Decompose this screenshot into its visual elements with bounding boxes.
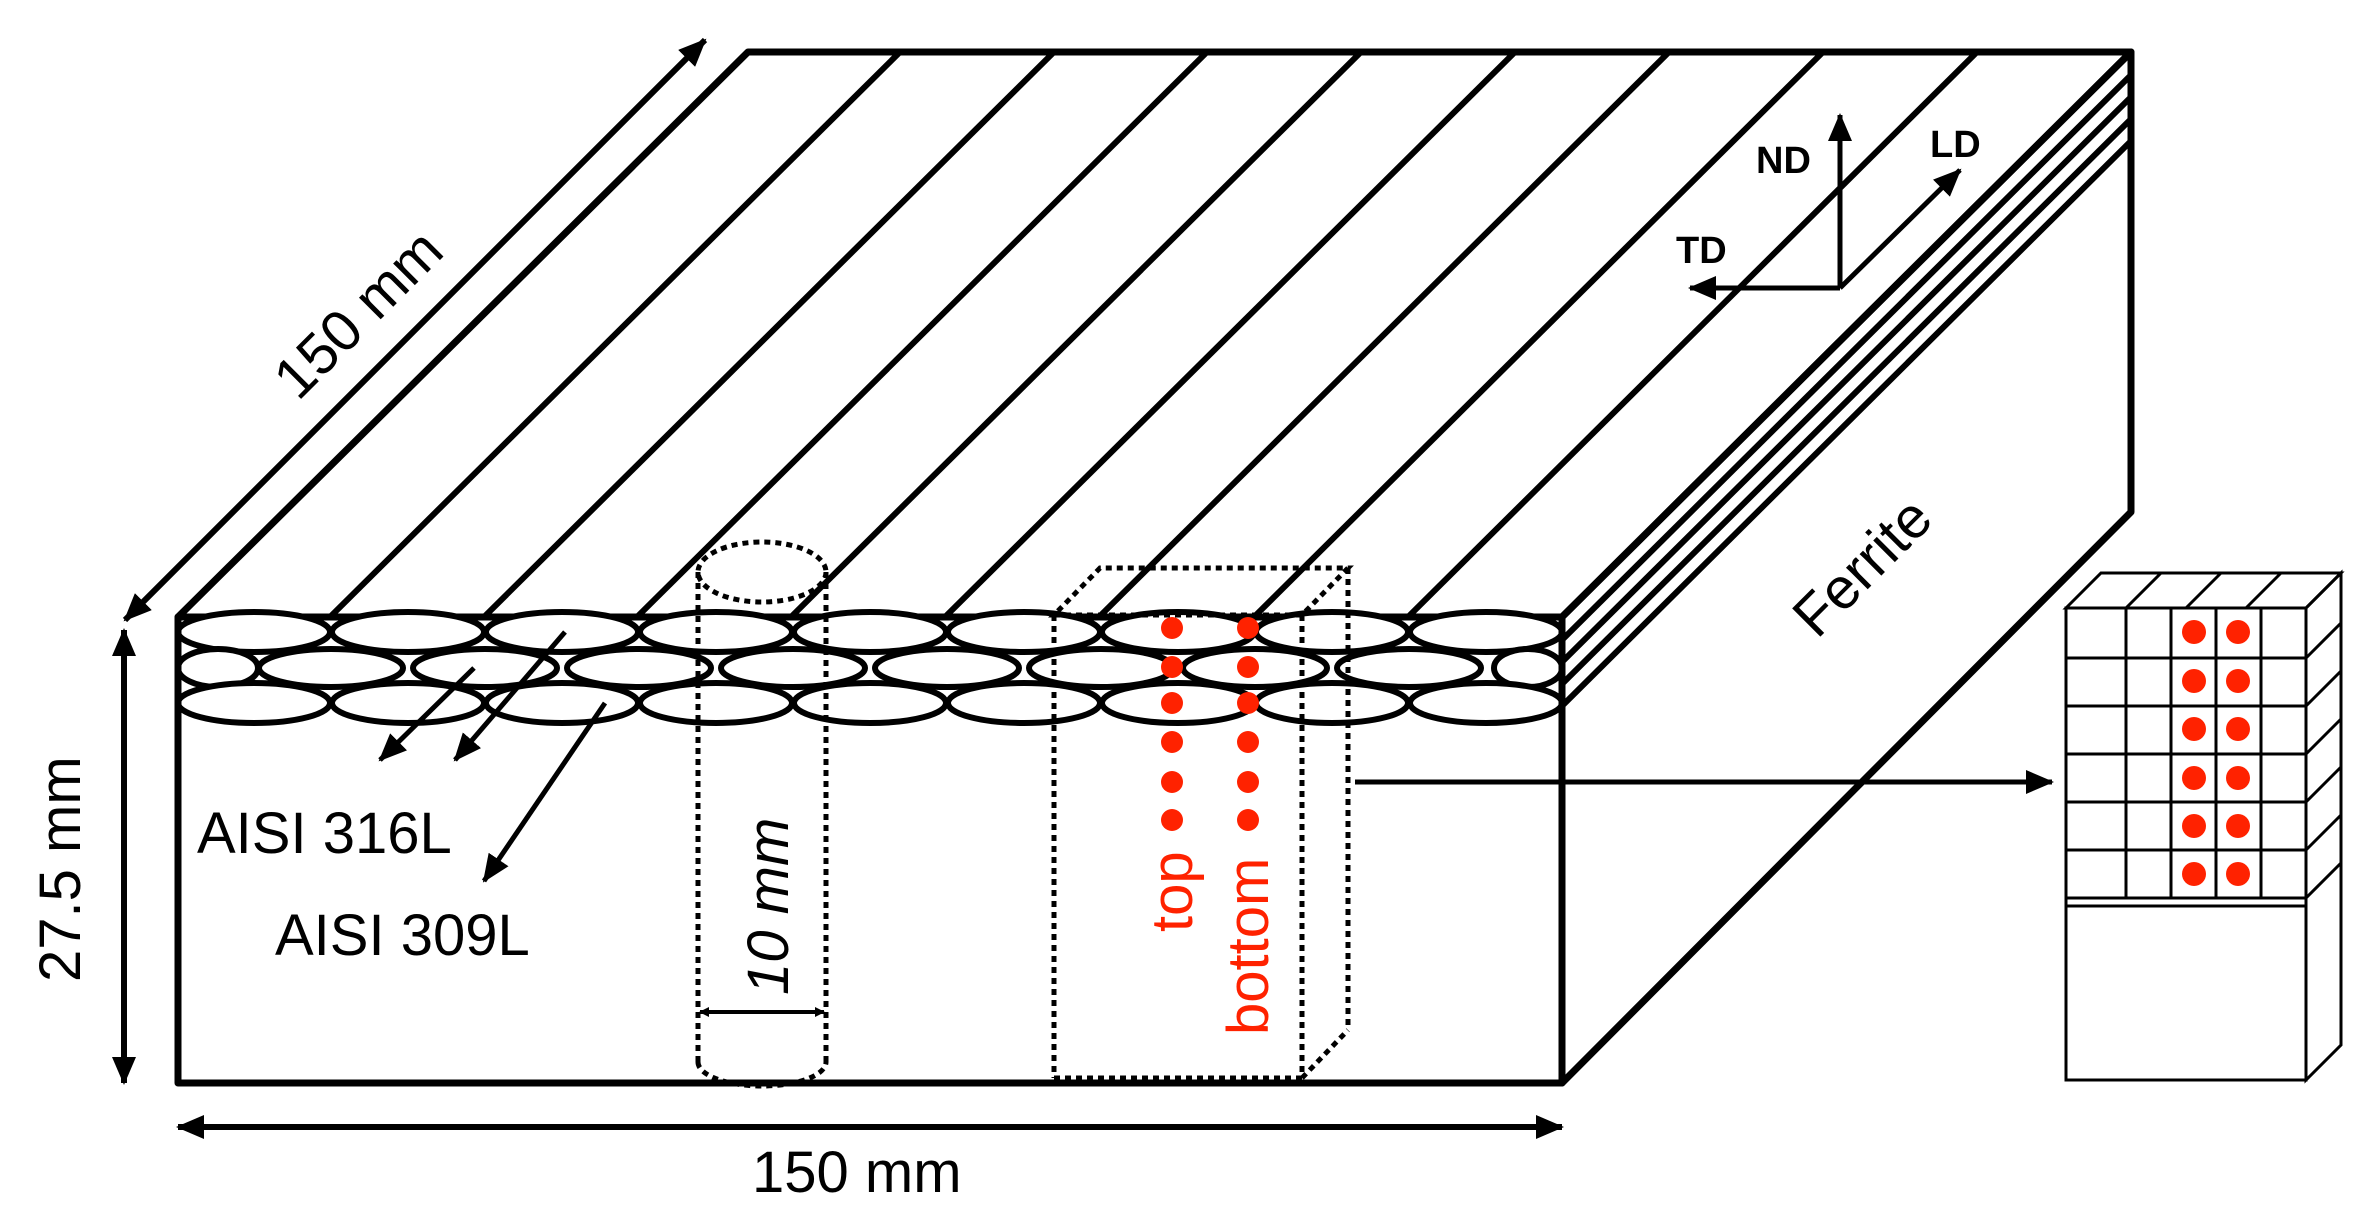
clad-309-label: AISI 309L [275,903,530,968]
thickness-label: 27.5 mm [28,756,93,982]
measurement-points-top [1161,617,1183,831]
detail-grid [2062,569,2345,1084]
axis-td-label: TD [1676,230,1727,272]
clad-layer-lines-side [1559,72,2134,709]
bottom-label: bottom [1216,858,1281,1035]
weld-bead-lines [327,49,1980,620]
diameter-label: 10 mm [736,818,801,995]
axis-ld-label: LD [1930,124,1981,166]
coordinate-axes [1688,113,1962,300]
measurement-points-bottom [1237,617,1259,831]
top-label: top [1140,851,1205,932]
diameter-dimension: 10 mm [699,818,825,1017]
detail-points [2182,620,2250,886]
depth-dimension-arrow [122,37,708,623]
clad-leaders [378,630,608,883]
ferrite-label: Ferrite [1780,485,1944,649]
axis-nd-label: ND [1756,140,1811,182]
clad-316-label: AISI 316L [197,801,452,866]
box-specimen [1048,565,1354,1081]
depth-label: 150 mm [261,217,455,411]
weld-beads [175,609,1565,726]
cylinder-specimen [695,539,829,1089]
width-label: 150 mm [752,1140,962,1205]
